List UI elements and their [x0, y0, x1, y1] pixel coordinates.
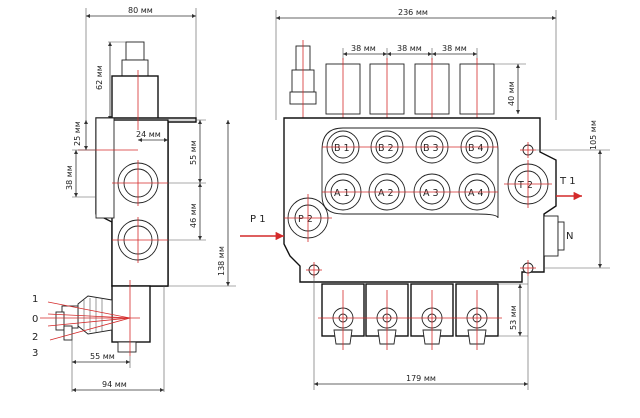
svg-text:A 2: A 2 — [378, 188, 394, 199]
port-n — [543, 215, 559, 257]
dim-55-label: 55 мм — [189, 140, 198, 165]
dim-55b-label: 55 мм — [90, 352, 115, 361]
lever-pos-3: 3 — [32, 348, 38, 359]
svg-text:B 4: B 4 — [468, 143, 484, 154]
dim-62-label: 62 мм — [95, 65, 104, 90]
lever-pos-2: 2 — [32, 332, 38, 343]
side-view: 80 мм 62 мм 25 мм 24 мм 38 мм — [32, 6, 236, 392]
svg-text:P 2: P 2 — [298, 214, 313, 225]
dim-105-label: 105 мм — [589, 120, 598, 150]
svg-text:T 2: T 2 — [517, 180, 533, 191]
lever-housings — [318, 283, 502, 350]
dim-40-label: 40 мм — [507, 81, 516, 106]
dim-25-label: 25 мм — [73, 121, 82, 146]
svg-text:A 3: A 3 — [423, 188, 439, 199]
dim-94-label: 94 мм — [102, 380, 127, 389]
dim-236-label: 236 мм — [398, 8, 428, 17]
svg-text:B 2: B 2 — [378, 143, 394, 154]
dim-46-label: 46 мм — [189, 203, 198, 228]
port-t1-label: T 1 — [559, 176, 576, 187]
lever-pos-0: 0 — [32, 314, 38, 325]
dim-138-label: 138 мм — [217, 246, 226, 276]
port-p1-label: P 1 — [250, 214, 266, 225]
dim-24-label: 24 мм — [136, 130, 161, 139]
dim-53-label: 53 мм — [509, 305, 518, 330]
dim-179-label: 179 мм — [406, 374, 436, 383]
dim-38-label: 38 мм — [65, 165, 74, 190]
svg-text:A 1: A 1 — [334, 188, 350, 199]
dim-80-label: 80 мм — [128, 6, 153, 15]
svg-text:B 1: B 1 — [334, 143, 350, 154]
dim-38-pitch-b: 38 мм — [397, 44, 422, 53]
svg-text:A 4: A 4 — [468, 188, 484, 199]
front-view: 236 мм 38 мм 38 мм 38 мм 40 мм — [240, 8, 610, 390]
svg-text:B 3: B 3 — [423, 143, 439, 154]
dim-38-pitch-c: 38 мм — [442, 44, 467, 53]
lever-pos-1: 1 — [32, 294, 38, 305]
port-n-label: N — [566, 231, 573, 242]
dim-38-pitch-a: 38 мм — [351, 44, 376, 53]
